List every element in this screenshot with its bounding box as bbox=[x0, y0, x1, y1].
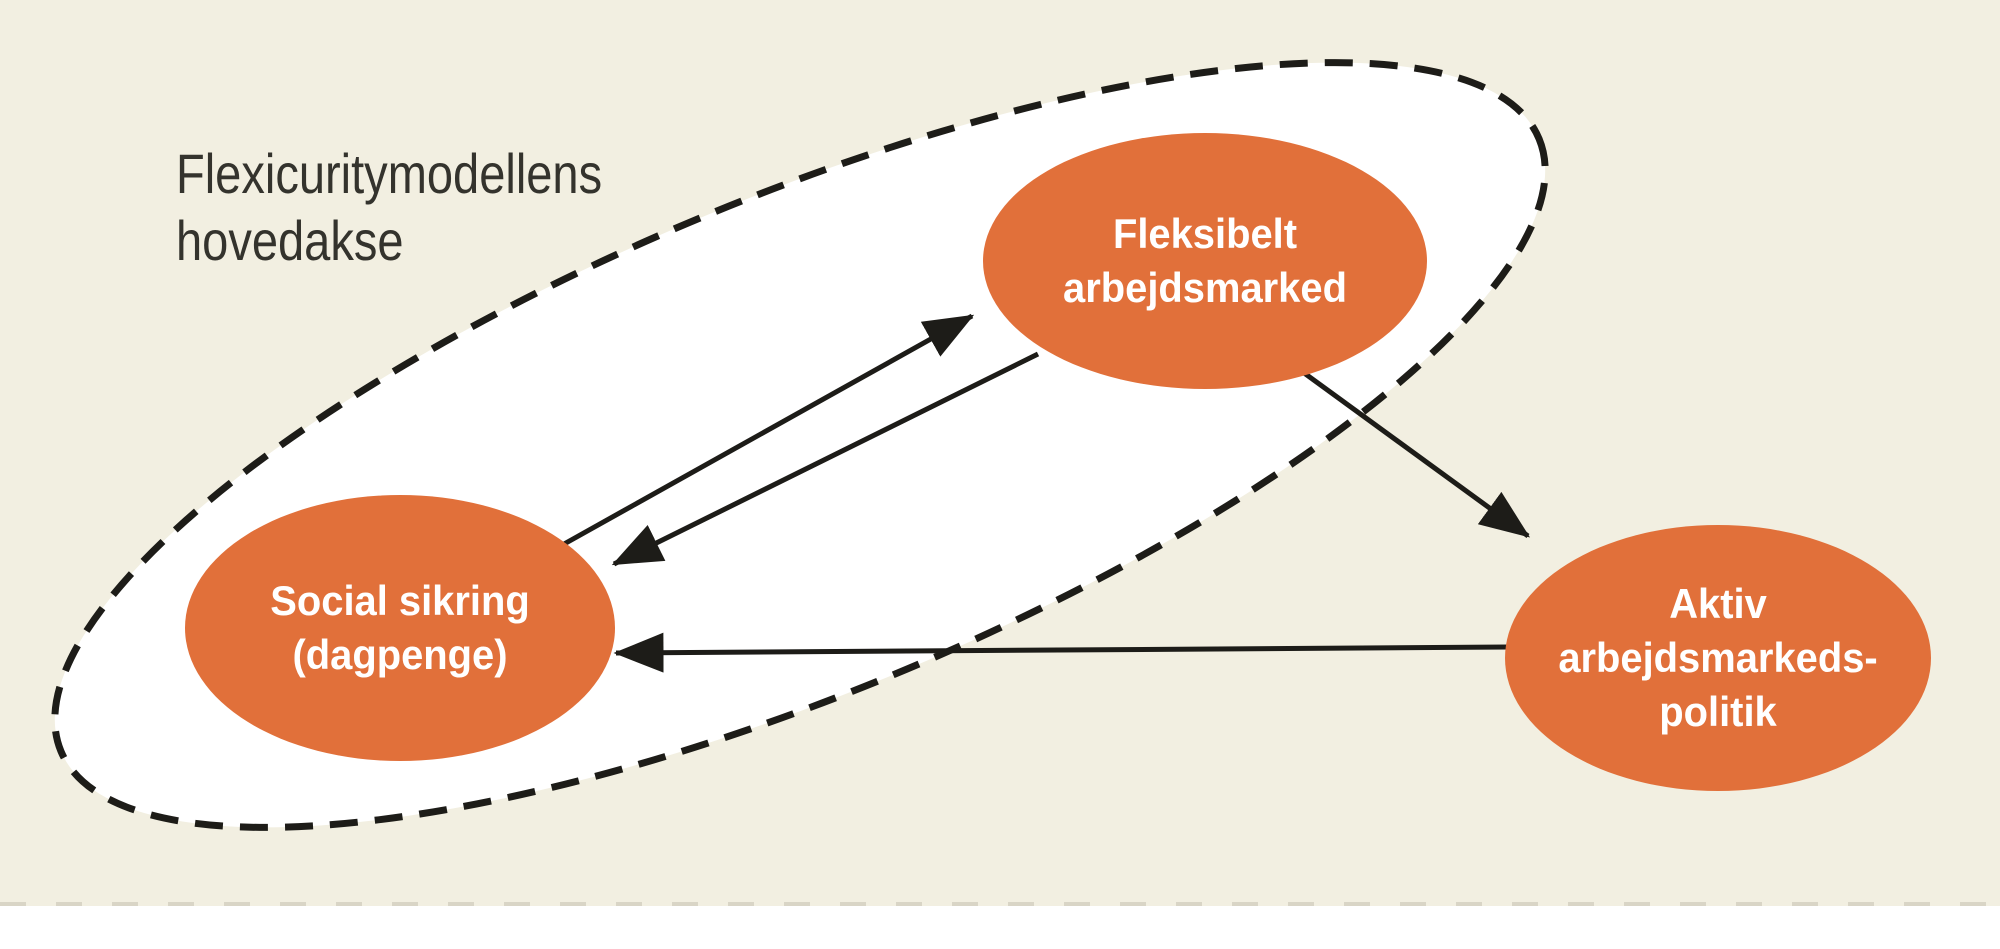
node-label-line: arbejdsmarkeds- bbox=[1558, 634, 1878, 681]
diagram-title-line-1: Flexicuritymodellens bbox=[176, 142, 603, 205]
node-ellipse-aktiv-arbejdsmarkedspolitik bbox=[1505, 525, 1931, 791]
node-label-line: Aktiv bbox=[1669, 580, 1767, 627]
arrow-fleksibelt-to-social bbox=[611, 351, 1040, 567]
node-label-line: arbejdsmarked bbox=[1063, 264, 1347, 311]
diagram-title: Flexicuritymodellens hovedakse bbox=[176, 140, 602, 274]
node-label-line: (dagpenge) bbox=[292, 631, 508, 678]
node-ellipse-fleksibelt-arbejdsmarked bbox=[983, 133, 1427, 389]
node-ellipse-social-sikring bbox=[185, 495, 615, 761]
node-label-line: Social sikring bbox=[270, 577, 530, 624]
node-label-fleksibelt-arbejdsmarked: Fleksibelt arbejdsmarked bbox=[1063, 207, 1347, 315]
diagram-arrows bbox=[546, 313, 1531, 673]
node-label-aktiv-arbejdsmarkedspolitik: Aktiv arbejdsmarkeds- politik bbox=[1558, 577, 1877, 739]
node-label-line: politik bbox=[1659, 688, 1777, 735]
arrow-aktiv-to-social bbox=[613, 632, 1509, 673]
diagram-title-line-2: hovedakse bbox=[176, 209, 404, 272]
arrow-fleksibelt-to-aktiv bbox=[1298, 367, 1531, 539]
node-label-line: Fleksibelt bbox=[1112, 210, 1298, 257]
node-label-social-sikring: Social sikring (dagpenge) bbox=[270, 574, 529, 682]
arrow-social-to-fleksibelt bbox=[546, 313, 975, 556]
